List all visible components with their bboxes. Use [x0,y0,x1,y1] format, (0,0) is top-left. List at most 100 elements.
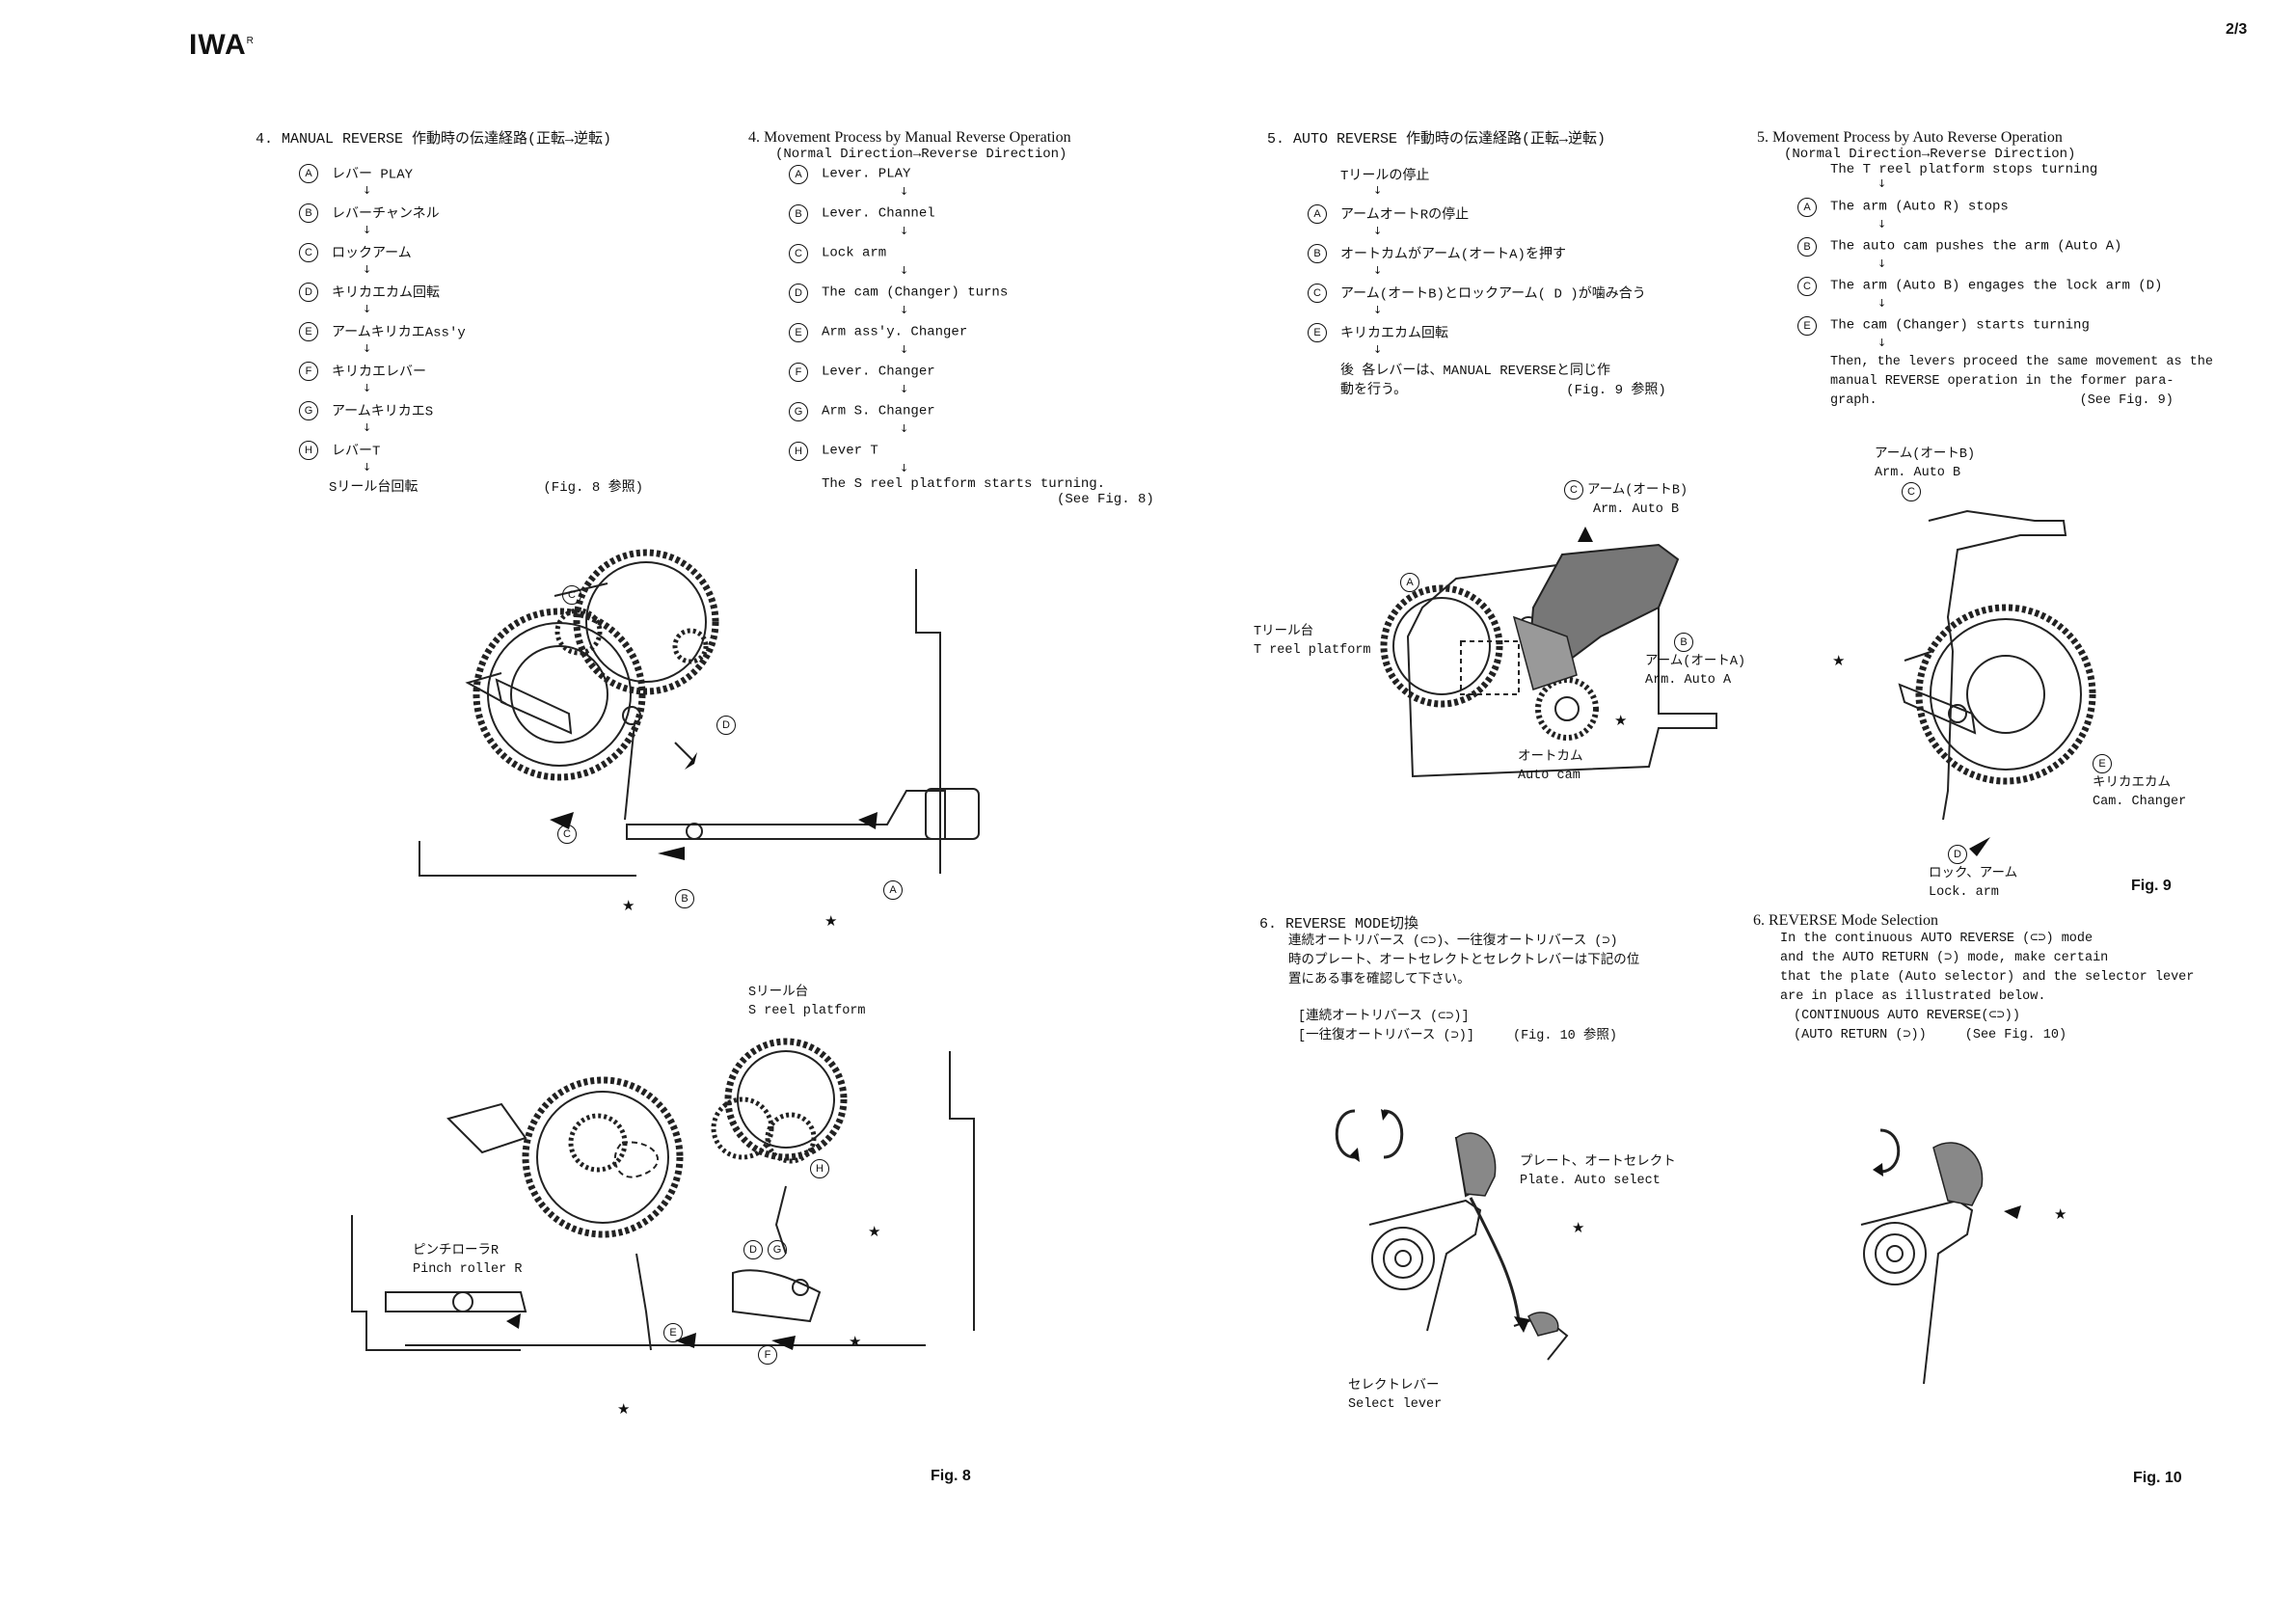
section-6-jp-body: 連続オートリバース (⊂⊃)、一往復オートリバース (⊃) 時のプレート、オート… [1288,933,1639,1046]
mark-d: D [743,1240,763,1259]
cam-changer [1930,618,2082,771]
section-4-en-title: 4. Movement Process by Manual Reverse Op… [748,129,1071,146]
arm-changer [635,1253,652,1351]
down-arrow-icon: ↓ [363,263,372,276]
label-jp: キリカエカム [2093,775,2171,791]
fig8-bottom-drawing [351,1038,975,1351]
fig8-mark-g: G [768,1240,800,1259]
fig10-right-drawing [1860,1128,2021,1385]
step-mark: B [299,203,318,223]
lock-arm [624,722,635,821]
star-icon: ★ [622,897,635,914]
body-line: 時のプレート、オートセレクトとセレクトレバーは下記の位 [1288,954,1640,968]
arrow-head-up [1578,527,1593,542]
step-mark: A [1797,197,1817,217]
step-text: Arm S. Changer [822,403,935,419]
section-5-jp: 5. AUTO REVERSE 作動時の伝達経路(正転→逆転) Tリールの停止 … [1267,127,1666,398]
down-arrow-icon: ↓ [1877,177,1887,190]
cam-outline-dashed [613,1141,659,1178]
body-line: In the continuous AUTO REVERSE (⊂⊃) mode [1780,932,2093,946]
section-4-en-subtitle: (Normal Direction→Reverse Direction) [775,147,1067,162]
down-arrow-icon: ↓ [900,462,909,474]
select-lever-hub-outer [1371,1227,1435,1290]
select-lever-hub-inner [1875,1233,1915,1274]
fig9-mark-a: A [1400,573,1433,592]
frame-line-right [949,1051,975,1331]
fig9-left-drawing [1380,527,1717,778]
arrow-head-lock [1969,837,1990,856]
section-4-jp-final: Sリール台回転(Fig. 8 参照) [329,476,643,496]
star-icon: ★ [868,1223,881,1240]
lever-play [495,678,573,735]
select-lever-hub-inner [1383,1238,1423,1279]
mark-a: A [883,880,903,900]
label-jp: ピンチローラR [413,1244,500,1258]
gear-s-reel [536,1091,669,1224]
fig8-mark-a: A [883,880,916,900]
fig8-mark-d: D [716,716,749,735]
label-jp: ロック、アーム [1929,866,2018,881]
cam-changer [510,645,608,744]
section-5-jp-title: 5. AUTO REVERSE 作動時の伝達経路(正転→逆転) [1267,131,1607,148]
down-arrow-icon: ↓ [363,461,372,473]
tail-line: graph.(See Fig. 9) [1830,392,2213,411]
step-mark: H [299,440,318,460]
lock-arm [1942,650,1954,821]
label-en: Pinch roller R [413,1262,523,1277]
step-text: Lever. Changer [822,364,935,380]
arrow-head-d [685,752,697,770]
star-icon: ★ [824,912,838,930]
registered-mark: R [246,36,255,46]
down-arrow-icon: ↓ [1877,218,1887,230]
fig8-mark-d2: D [743,1240,776,1259]
mode-path-curve [1469,1197,1521,1322]
step-text: The arm (Auto R) stops [1830,199,2009,215]
down-arrow-icon: ↓ [1877,297,1887,310]
page-number: 2/3 [2226,21,2248,38]
section-4-jp-title: 4. MANUAL REVERSE 作動時の伝達経路(正転→逆転) [256,131,612,148]
step-text: キリカエカム回転 [332,285,440,302]
right-pivot [792,1279,809,1296]
down-arrow-icon: ↓ [900,383,909,395]
select-lever-hub-core [1394,1250,1412,1267]
arrow-head-return [1873,1163,1883,1177]
step-mark: A [1308,203,1327,224]
arrow-head-left [506,1313,521,1329]
step-text: Arm ass'y. Changer [822,324,968,340]
gear-left-small [568,1113,628,1173]
step-mark: A [299,163,318,183]
down-arrow-icon: ↓ [900,225,909,237]
label-en: Plate. Auto select [1520,1174,1661,1188]
star-icon: ★ [849,1333,862,1350]
select-lever-hub-outer [1863,1222,1927,1285]
down-arrow-icon: ↓ [1373,225,1383,237]
arrow-head-f [771,1336,796,1350]
mark-c: C [562,585,581,605]
continuous-mode-arc-right [1383,1109,1404,1159]
fig8-mark-c: C [562,585,595,605]
arrow-head-cw [1381,1109,1389,1121]
section-5-jp-tail-1: 後 各レバーは、MANUAL REVERSEと同じ作 [1340,364,1611,379]
mark-d: D [1948,845,1967,864]
label-jp: アーム(オートB) [1587,483,1688,499]
mark-c: C [1564,480,1583,500]
step-mark: H [789,441,808,461]
select-lever-hub-core [1886,1245,1904,1262]
star-icon: ★ [1832,652,1846,669]
auto-cam-hub [1554,696,1580,721]
arrow-head-star [2004,1205,2021,1219]
mark-e: E [2093,754,2112,773]
label-en: S reel platform [748,1004,866,1018]
label-jp: プレート、オートセレクト [1520,1155,1676,1170]
label-en: Cam. Changer [2093,794,2187,809]
